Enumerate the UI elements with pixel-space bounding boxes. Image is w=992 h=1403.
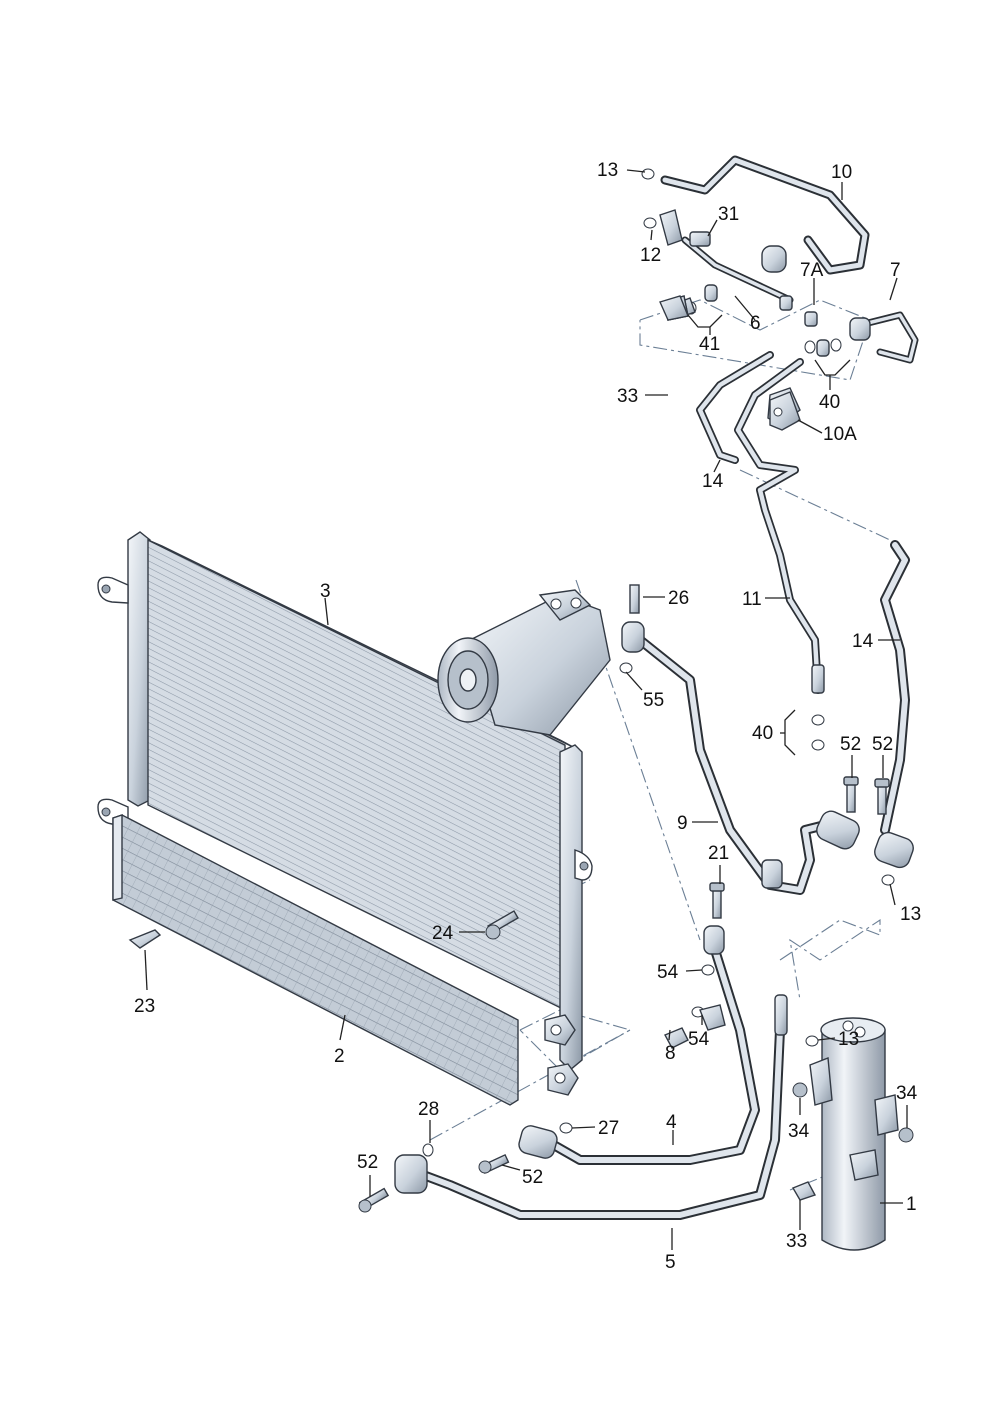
bracket-10a [769, 391, 801, 431]
fittings [394, 168, 914, 1194]
callout-3: 3 [320, 581, 331, 602]
callout-27: 27 [598, 1118, 619, 1139]
callout-33-top: 33 [617, 386, 638, 407]
callout-4: 4 [666, 1112, 677, 1133]
callout-11: 11 [742, 589, 762, 610]
callout-8: 8 [665, 1043, 676, 1064]
callout-14-left: 14 [702, 471, 724, 492]
compressor [437, 589, 611, 736]
callout-24: 24 [432, 923, 454, 944]
callout-26: 26 [668, 588, 689, 609]
callout-9: 9 [677, 813, 688, 834]
callout-52-d: 52 [522, 1167, 543, 1188]
callout-labels: 13 10 31 12 7A 7 6 41 33 40 10A 14 3 26 … [134, 160, 921, 1273]
callout-52-a: 52 [840, 734, 861, 755]
callout-40-mid: 40 [752, 723, 773, 744]
callout-52-c: 52 [357, 1152, 378, 1173]
receiver-drier [809, 1017, 899, 1251]
callout-41: 41 [699, 334, 720, 355]
callout-40-top: 40 [819, 392, 840, 413]
leader-lines [144, 169, 908, 1250]
callout-7: 7 [890, 260, 901, 281]
callout-13-right: 13 [900, 904, 921, 925]
callout-14-right: 14 [852, 631, 874, 652]
condenser [97, 531, 593, 1096]
callout-10a: 10A [823, 424, 857, 445]
callout-10: 10 [831, 162, 852, 183]
callout-5: 5 [665, 1252, 676, 1273]
callout-34-left: 34 [788, 1121, 810, 1142]
callout-6: 6 [750, 313, 761, 334]
callout-2: 2 [334, 1046, 345, 1067]
callout-31: 31 [718, 204, 739, 225]
callout-33-bottom: 33 [786, 1231, 807, 1252]
callout-13-mid: 13 [838, 1029, 859, 1050]
callout-55: 55 [643, 690, 664, 711]
callout-28: 28 [418, 1099, 439, 1120]
callout-21: 21 [708, 843, 729, 864]
refrigerant-lines [405, 155, 919, 1220]
air-guide-panel [112, 814, 519, 1106]
callout-12: 12 [640, 245, 661, 266]
callout-52-b: 52 [872, 734, 893, 755]
fasteners [128, 295, 914, 1213]
callout-34-right: 34 [896, 1083, 918, 1104]
callout-54-a: 54 [657, 962, 679, 983]
callout-7a: 7A [800, 260, 824, 281]
callout-13-top: 13 [597, 160, 618, 181]
callout-54-b: 54 [688, 1029, 710, 1050]
callout-23: 23 [134, 996, 155, 1017]
callout-1: 1 [906, 1194, 917, 1215]
